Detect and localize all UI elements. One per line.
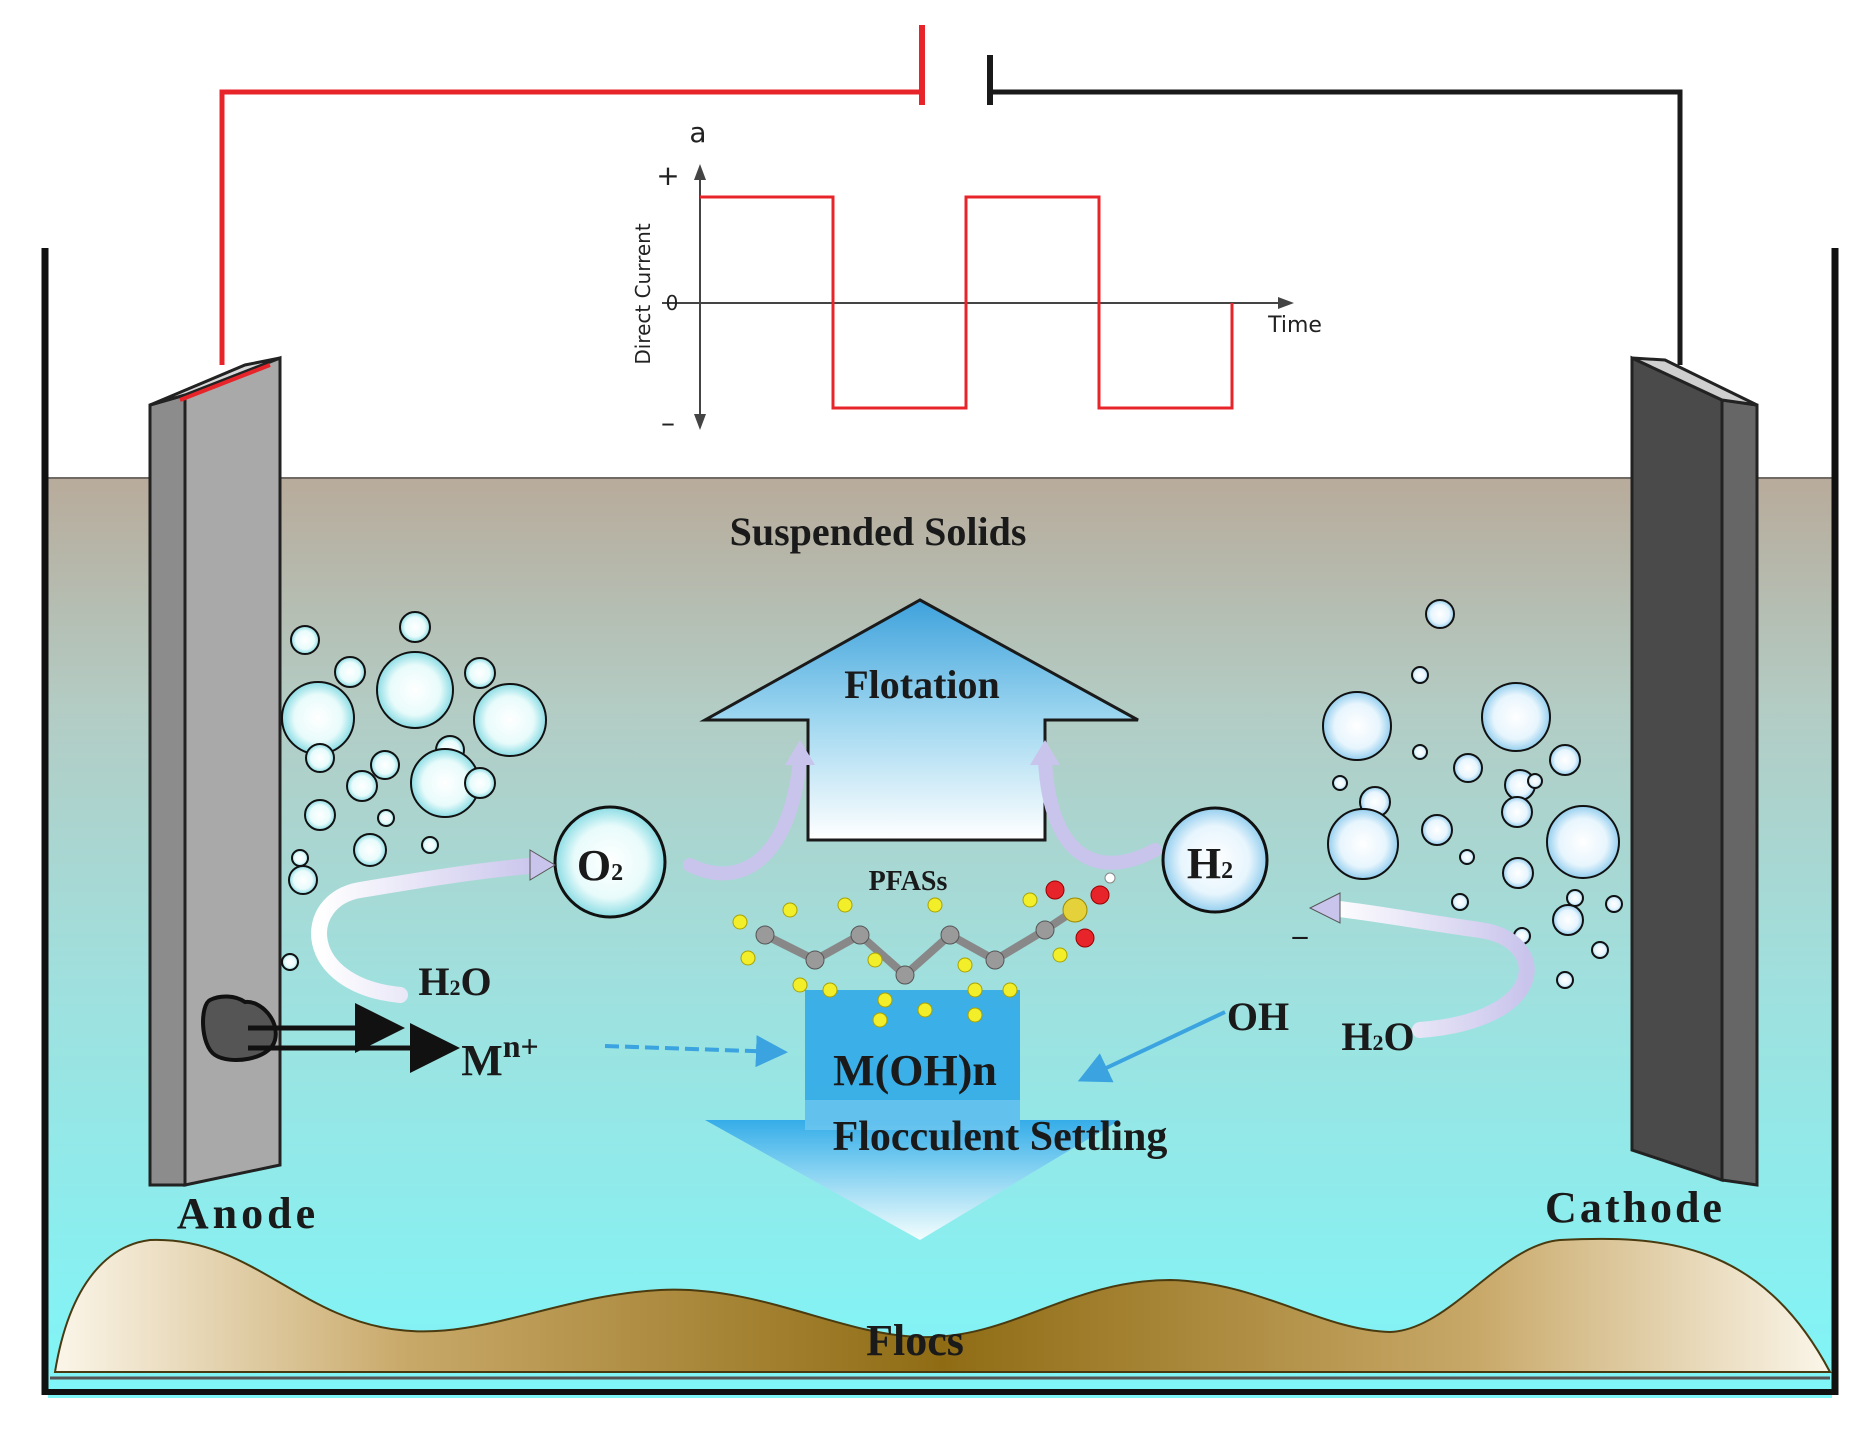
negative-wire	[990, 89, 1683, 365]
current-waveform-graph: a + 0 – Direct Current Time	[631, 116, 1322, 439]
metal-hydroxide-label: M(OH)n	[833, 1046, 997, 1095]
hydroxide-ion-label: OH	[1227, 994, 1289, 1039]
graph-y-label: Direct Current	[631, 223, 655, 365]
anode-label: Anode	[177, 1189, 319, 1238]
o2-bubble: O2	[553, 805, 667, 919]
h2o-to-h2-arrow	[1322, 900, 1535, 1038]
corrosion-spot	[201, 994, 278, 1062]
pfas-label: PFASs	[869, 866, 948, 897]
metal-to-hydroxide-arrow	[604, 1035, 788, 1068]
oh-to-hydroxide-arrow	[1077, 1010, 1226, 1083]
oxygen-bubbles	[281, 611, 547, 971]
h2-label: H2	[1187, 839, 1233, 888]
o2-to-flotation-arrow	[683, 753, 807, 881]
pfas-molecule: PFASs	[732, 866, 1116, 1028]
cathode-electrode	[1630, 355, 1759, 1187]
square-wave	[700, 195, 1234, 410]
h2-to-flotation-arrow	[1038, 753, 1162, 870]
anode-electrode	[148, 355, 282, 1187]
hydrogen-bubbles	[1322, 599, 1623, 989]
h2o-to-o2-arrow	[311, 857, 548, 1003]
flocs-sediment	[53, 1237, 1832, 1373]
flocs-label: Flocs	[866, 1316, 964, 1365]
positive-wire	[219, 89, 922, 365]
cathode-label: Cathode	[1545, 1183, 1725, 1232]
hydroxide-ion-charge: –	[1292, 919, 1309, 952]
flotation-arrow: Flotation	[699, 598, 1139, 842]
graph-y-plus: +	[656, 159, 679, 192]
metal-ion-label: Mn+	[461, 1028, 539, 1085]
h2o-left-label: H2O	[418, 959, 491, 1004]
flotation-label: Flotation	[844, 662, 1000, 707]
o2-label: O2	[577, 841, 623, 890]
suspended-solids-label: Suspended Solids	[730, 509, 1027, 554]
graph-x-label: Time	[1267, 313, 1322, 338]
h2o-right-label: H2O	[1341, 1014, 1414, 1059]
flocculent-settling-label: Flocculent Settling	[833, 1114, 1168, 1160]
graph-title: a	[689, 116, 706, 149]
graph-y-minus: –	[661, 406, 675, 439]
graph-y-zero: 0	[666, 291, 679, 315]
h2-bubble: H2	[1161, 806, 1269, 914]
settling-arrow	[705, 990, 1120, 1240]
